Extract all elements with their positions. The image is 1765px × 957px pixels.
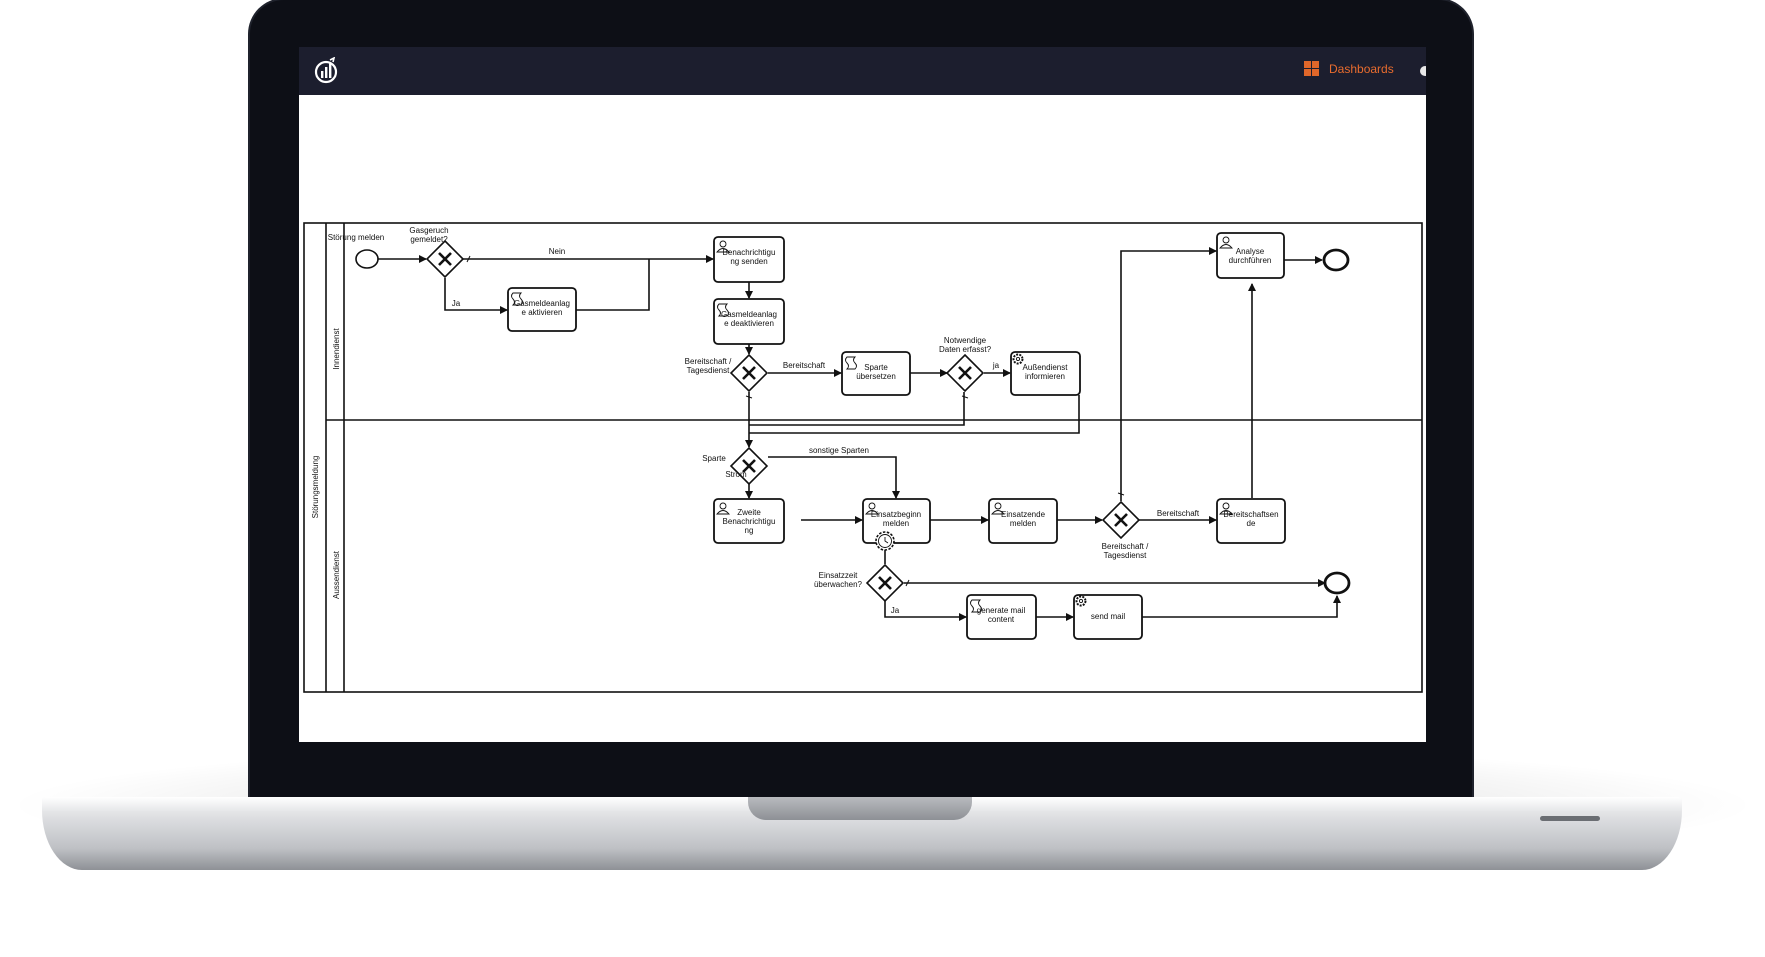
task-label: Benachrichtigu — [723, 517, 776, 526]
script-task-icon — [511, 292, 523, 306]
gateway-sparte[interactable] — [729, 446, 769, 486]
lane-label-inner: Innendienst — [332, 328, 341, 370]
task-bereitschaftsende[interactable] — [1216, 498, 1286, 544]
task-einsatzende-melden[interactable] — [988, 498, 1058, 544]
task-analyse-durchfuehren[interactable] — [1216, 232, 1285, 279]
task-label: generate mail — [977, 606, 1026, 615]
task-label: e deaktivieren — [724, 319, 774, 328]
bpmn-diagram: Störungsmeldung Innendienst Aussendienst — [303, 222, 1423, 693]
gateway-bereitschaft-2[interactable] — [1101, 500, 1141, 540]
end-event-top[interactable] — [1322, 248, 1350, 272]
laptop-screen: Dashboards Störungsmeldung Innendienst A… — [299, 47, 1426, 742]
script-task-icon — [970, 599, 982, 613]
user-task-icon — [716, 502, 730, 515]
gateway-einsatzzeit[interactable] — [865, 563, 905, 603]
task-label: Gasmeldeanlag — [721, 310, 777, 319]
task-label: Einsatzende — [1001, 510, 1046, 519]
flow-label-ja: Ja — [452, 299, 461, 308]
task-einsatzbeginn-melden[interactable] — [862, 498, 931, 544]
flow-label-ja-2: Ja — [891, 606, 900, 615]
task-label: Sparte — [864, 363, 888, 372]
gateway-bereitschaft2-label-1: Bereitschaft / — [1102, 542, 1149, 551]
task-benachrichtigung-senden[interactable] — [713, 236, 785, 283]
gateway-daten-label-2: Daten erfasst? — [939, 345, 992, 354]
end-event-bottom[interactable] — [1323, 571, 1351, 595]
service-task-icon — [1012, 353, 1024, 365]
task-label: content — [988, 615, 1015, 624]
task-label: de — [1247, 519, 1256, 528]
task-label: melden — [883, 519, 909, 528]
script-task-icon — [845, 356, 857, 370]
gateway-bereitschaft-label-2: Tagesdienst — [687, 366, 730, 375]
task-label: Benachrichtigu — [723, 248, 776, 257]
user-task-icon — [1219, 236, 1233, 249]
start-event-label: Störung melden — [328, 233, 384, 242]
gateway-gas-label-2: gemeldet? — [410, 235, 448, 244]
task-label: übersetzen — [856, 372, 896, 381]
task-gasmeldeanlage-aktivieren[interactable] — [507, 287, 577, 332]
user-task-icon — [991, 502, 1005, 515]
gateway-bereitschaft-label-1: Bereitschaft / — [685, 357, 732, 366]
flow-label-bereitschaft: Bereitschaft — [783, 361, 826, 370]
nav-dashboards-label: Dashboards — [1329, 61, 1394, 76]
task-label: informieren — [1025, 372, 1065, 381]
task-label: melden — [1010, 519, 1036, 528]
task-send-mail[interactable] — [1073, 594, 1143, 640]
timer-boundary-event-icon[interactable] — [875, 531, 895, 551]
nav-dashboards[interactable]: Dashboards — [1304, 61, 1394, 76]
task-label: Analyse — [1236, 247, 1265, 256]
user-menu-icon[interactable] — [1420, 66, 1426, 76]
lane-label-outer: Aussendienst — [332, 550, 341, 599]
user-task-icon — [865, 502, 879, 515]
user-task-icon — [716, 240, 730, 253]
app-header: Dashboards — [299, 47, 1426, 95]
flow-label-bereitschaft-2: Bereitschaft — [1157, 509, 1200, 518]
task-label: Außendienst — [1023, 363, 1069, 372]
gateway-sparte-label: Sparte — [702, 454, 726, 463]
gateway-bereitschaft[interactable] — [729, 353, 769, 393]
pool-frame — [303, 222, 1423, 693]
bpmn-canvas: Störungsmeldung Innendienst Aussendienst — [299, 95, 1426, 742]
app-logo-icon[interactable] — [313, 57, 339, 85]
task-label: e aktivieren — [522, 308, 563, 317]
gateway-gas-label-1: Gasgeruch — [409, 226, 448, 235]
flow-label-sonstige: sonstige Sparten — [809, 446, 869, 455]
flow-label-strom: Strom — [725, 470, 747, 479]
gateway-daten-label-1: Notwendige — [944, 336, 987, 345]
task-label: durchführen — [1229, 256, 1272, 265]
task-label: Gasmeldeanlag — [514, 299, 570, 308]
task-label: Einsatzbeginn — [871, 510, 921, 519]
laptop-slot — [1540, 816, 1600, 821]
service-task-icon — [1075, 595, 1087, 607]
task-label: Bereitschaftsen — [1223, 510, 1278, 519]
dashboard-grid-icon — [1304, 61, 1319, 76]
task-gasmeldeanlage-deaktivieren[interactable] — [713, 298, 785, 345]
task-label: send mail — [1091, 612, 1125, 621]
gateway-einsatzzeit-label-1: Einsatzzeit — [819, 571, 858, 580]
task-sparte-uebersetzen[interactable] — [841, 351, 911, 396]
task-label: ng senden — [730, 257, 767, 266]
task-label: ng — [745, 526, 754, 535]
task-generate-mail-content[interactable] — [966, 594, 1037, 640]
task-aussendienst-informieren[interactable] — [1010, 351, 1081, 396]
task-zweite-benachrichtigung[interactable] — [713, 498, 785, 544]
task-label: Zweite — [737, 508, 761, 517]
user-task-icon — [1219, 502, 1233, 515]
gateway-bereitschaft2-label-2: Tagesdienst — [1104, 551, 1147, 560]
pool-label: Störungsmeldung — [311, 456, 320, 519]
laptop-notch — [748, 797, 972, 820]
gateway-daten[interactable] — [945, 353, 985, 393]
flow-label-nein: Nein — [549, 247, 565, 256]
gateway-einsatzzeit-label-2: überwachen? — [814, 580, 863, 589]
gateway-gasgeruch[interactable] — [425, 239, 465, 279]
start-event[interactable] — [355, 249, 379, 269]
flow-label-ja: ja — [992, 361, 1000, 370]
script-task-icon — [717, 303, 729, 317]
